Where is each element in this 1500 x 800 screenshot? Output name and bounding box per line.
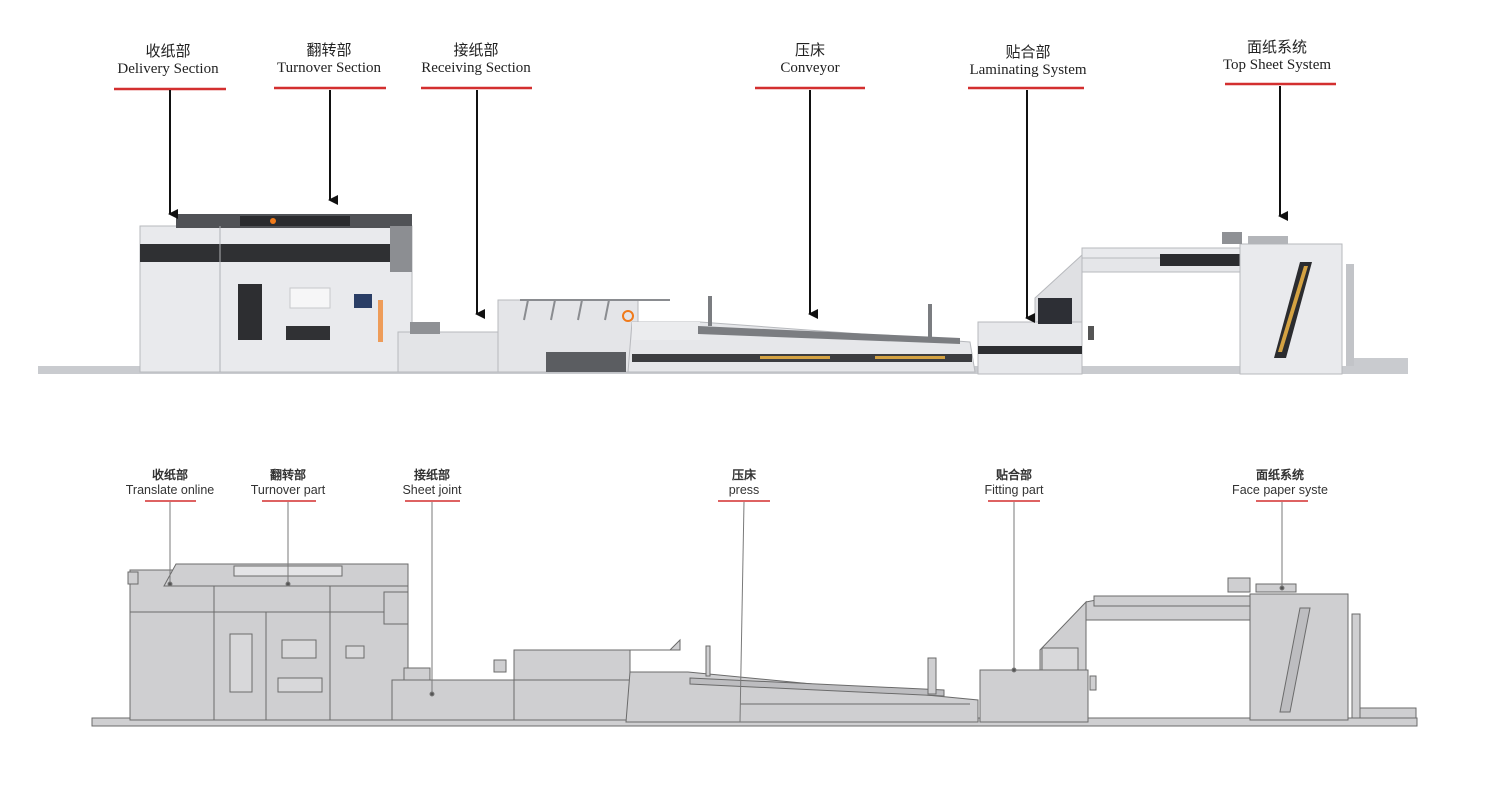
leader-press: [739, 501, 745, 723]
delivery-turnover-cabinet: [139, 214, 413, 373]
label-zh: 接纸部: [453, 41, 499, 59]
label-en: Conveyor: [780, 60, 840, 76]
leader-dot: [429, 691, 435, 697]
label-zh: 翻转部: [269, 468, 307, 482]
top-sheet-system: [1081, 232, 1408, 375]
top-label-laminating: 贴合部 Laminating System: [969, 43, 1086, 79]
label-zh: 压床: [794, 41, 826, 59]
bottom-label-fitting-part: 贴合部 Fitting part: [984, 468, 1043, 498]
leader-dot: [1011, 667, 1017, 673]
label-en: Turnover part: [250, 483, 326, 497]
drawing-conveyor: [625, 645, 979, 723]
label-en: Turnover Section: [276, 60, 382, 76]
top-label-turnover: 翻转部 Turnover Section: [277, 41, 381, 77]
top-label-conveyor: 压床 Conveyor: [780, 41, 839, 77]
leader-dot: [167, 581, 173, 587]
laminating-section: [977, 253, 1094, 375]
drawing-receiving: [391, 638, 681, 721]
receiving-section: [397, 299, 670, 373]
label-zh: 贴合部: [995, 468, 1032, 482]
label-zh: 压床: [731, 468, 757, 482]
label-en: press: [728, 483, 760, 497]
bottom-label-turnover-part: 翻转部 Turnover part: [251, 468, 326, 498]
label-en: Fitting part: [984, 483, 1044, 497]
bottom-label-sheet-joint: 接纸部 Sheet joint: [402, 468, 461, 498]
label-zh: 收纸部: [151, 468, 189, 482]
conveyor-section: [627, 296, 976, 373]
top-label-top-sheet: 面纸系统 Top Sheet System: [1223, 38, 1331, 74]
label-en: Delivery Section: [117, 61, 219, 77]
label-en: Face paper syste: [1232, 483, 1328, 497]
label-zh: 面纸系统: [1246, 38, 1307, 56]
label-zh: 接纸部: [413, 468, 451, 482]
leader-dot: [1279, 585, 1285, 591]
label-zh: 收纸部: [145, 42, 191, 60]
bottom-label-face-paper: 面纸系统 Face paper syste: [1232, 468, 1328, 498]
label-zh: 贴合部: [1005, 43, 1051, 61]
label-en: Sheet joint: [402, 483, 462, 497]
label-en: Top Sheet System: [1222, 57, 1332, 73]
label-en: Translate online: [125, 483, 215, 497]
label-en: Receiving Section: [421, 60, 531, 76]
drawing-laminating: [979, 600, 1097, 723]
bottom-label-press: 压床 press: [729, 468, 760, 498]
label-zh: 翻转部: [306, 41, 352, 59]
bottom-label-translate-online: 收纸部 Translate online: [126, 468, 214, 498]
drawing-face-paper: [1085, 577, 1417, 721]
label-zh: 面纸系统: [1255, 468, 1305, 482]
leader-dot: [285, 581, 291, 587]
top-label-receiving: 接纸部 Receiving Section: [421, 41, 531, 77]
drawing-delivery-turnover: [127, 563, 409, 721]
label-en: Laminating System: [969, 62, 1087, 78]
top-label-delivery: 收纸部 Delivery Section: [117, 42, 218, 78]
